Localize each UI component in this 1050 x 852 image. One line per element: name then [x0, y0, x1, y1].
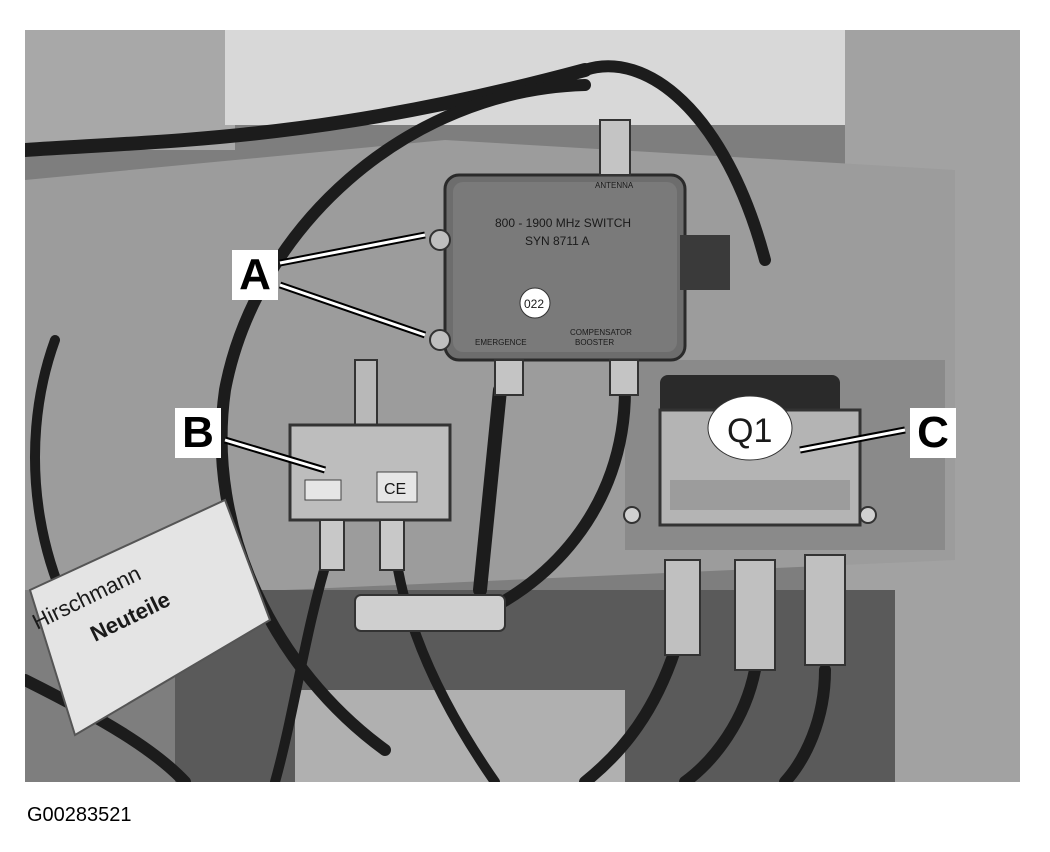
antenna-connector — [599, 119, 631, 176]
control-module: Q1 — [623, 375, 877, 671]
callout-a: A — [232, 250, 278, 300]
ce-mark-plate — [376, 471, 418, 503]
splitter-output-connector — [379, 519, 405, 571]
switch-label-2: SYN 8711 A — [525, 234, 590, 248]
photo: 800 - 1900 MHz SWITCH SYN 8711 A ANTENNA… — [25, 30, 1020, 782]
leader-lines-highlight — [224, 233, 906, 472]
module-sticker — [707, 395, 793, 461]
t-connector — [354, 594, 506, 632]
photo-illustration: 800 - 1900 MHz SWITCH SYN 8711 A ANTENNA… — [25, 30, 1020, 782]
switch-label-booster: BOOSTER — [575, 338, 614, 347]
carpet-area — [25, 30, 235, 150]
callout-c: C — [910, 408, 956, 458]
switch-sticker-text: 022 — [524, 297, 544, 311]
switch-label-1: 800 - 1900 MHz SWITCH — [495, 216, 631, 230]
mounting-screw — [429, 229, 451, 251]
switch-sticker — [519, 287, 551, 319]
splitter-output-connector — [319, 519, 345, 571]
switch-label-compensator: COMPENSATOR — [570, 328, 632, 337]
rf-switch-box: 800 - 1900 MHz SWITCH SYN 8711 A ANTENNA… — [429, 119, 730, 396]
rf-splitter: CE — [288, 359, 506, 632]
mounting-screw — [859, 506, 877, 524]
callout-b: B — [175, 408, 221, 458]
cables — [25, 60, 831, 782]
module-connector — [734, 559, 776, 671]
module-connector — [664, 559, 701, 656]
mounting-screw — [623, 506, 641, 524]
splitter-input-connector — [354, 359, 378, 431]
side-plug — [680, 235, 730, 290]
emergence-connector — [494, 359, 524, 396]
mounting-screw — [429, 329, 451, 351]
module-sticker-text: Q1 — [727, 412, 772, 450]
booster-connector — [609, 359, 639, 396]
switch-label-antenna: ANTENNA — [595, 181, 634, 190]
ce-mark: CE — [384, 481, 406, 498]
splitter-label-plate — [304, 479, 342, 501]
switch-label-emergence: EMERGENCE — [475, 338, 527, 347]
figure-id: G00283521 — [27, 804, 132, 826]
module-connector — [804, 554, 846, 666]
